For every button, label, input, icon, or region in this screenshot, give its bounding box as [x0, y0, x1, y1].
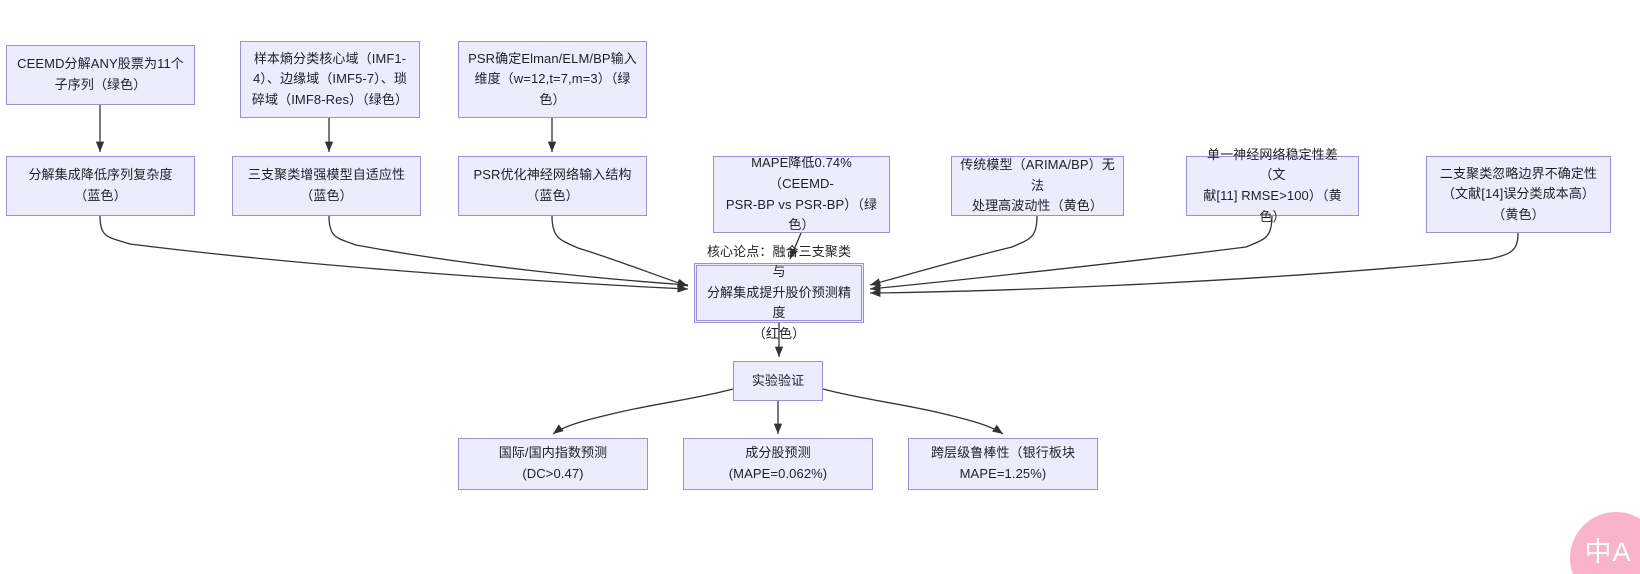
node-reduce-complexity[interactable]: 分解集成降低序列复杂度 （蓝色）	[6, 156, 195, 216]
node-label-line: 维度（w=12,t=7,m=3）（绿	[474, 71, 631, 87]
node-mape-improvement[interactable]: MAPE降低0.74%（CEEMD- PSR-BP vs PSR-BP）（绿色）	[713, 153, 890, 235]
node-label-line: 成分股预测	[745, 445, 811, 461]
node-label-line: 子序列（绿色）	[54, 77, 147, 92]
node-single-network-instability[interactable]: 单一神经网络稳定性差（文献[11] RMSE>100）（黄色）	[1186, 147, 1359, 224]
node-label-line: 4）、边缘域（IMF5-7）、琐	[252, 71, 407, 87]
node-label: 传统模型（ARIMA/BP）无法处理高波动性（黄色）	[960, 155, 1115, 217]
node-label-line: 实验验证	[751, 372, 805, 388]
node-label-line: （蓝色）	[74, 188, 127, 203]
node-label-line: （蓝色）	[300, 188, 353, 203]
node-label-line: 单一神经网络稳定性差（文	[1206, 146, 1338, 183]
node-label: 分解集成降低序列复杂度 （蓝色）	[15, 165, 186, 206]
node-label-line: 跨层级鲁棒性（银行板块	[930, 445, 1076, 461]
node-label-line: MAPE=1.25%)	[959, 466, 1047, 481]
node-label-line: (MAPE=0.062%)	[728, 466, 828, 481]
edge-n10-n11	[869, 232, 1519, 298]
node-label-line: （黄色）	[1492, 206, 1545, 222]
edge-n5-n11	[328, 215, 689, 289]
node-index-prediction[interactable]: 国际/国内指数预测 (DC>0.47)	[458, 438, 648, 490]
watermark-badge: 中A	[1570, 512, 1640, 574]
node-ceemd-decompose[interactable]: CEEMD分解ANY股票为11个子序列（绿色）	[6, 45, 195, 105]
node-label-line: 传统模型（ARIMA/BP）无法	[960, 157, 1115, 193]
node-label-line: 献[11] RMSE>100）（黄色）	[1203, 188, 1342, 224]
node-label: MAPE降低0.74%（CEEMD- PSR-BP vs PSR-BP）（绿色）	[722, 153, 881, 235]
node-label-line: 二支聚类忽略边界不确定性	[1439, 165, 1598, 181]
node-two-way-clustering-boundary[interactable]: 二支聚类忽略边界不确定性 （文献[14]误分类成本高） （黄色）	[1426, 156, 1611, 233]
node-label-line: (DC>0.47)	[522, 466, 584, 481]
node-three-way-clustering-adaptive[interactable]: 三支聚类增强模型自适应性 （蓝色）	[232, 156, 421, 216]
node-label-line: PSR确定Elman/ELM/BP输入	[468, 50, 637, 66]
node-label-line: PSR-BP vs PSR-BP）（绿	[725, 196, 878, 212]
node-label: 实验验证	[742, 371, 814, 392]
node-label: PSR确定Elman/ELM/BP输入维度（w=12,t=7,m=3）（绿色）	[467, 49, 638, 111]
node-sample-entropy[interactable]: 样本熵分类核心域（IMF1- 4）、边缘域（IMF5-7）、琐碎域（IMF8-Re…	[240, 41, 420, 118]
node-label-line: 色）	[539, 91, 566, 107]
edge-n12-n13	[552, 388, 734, 435]
node-label-line: 碎域（IMF8-Res）（绿色）	[251, 91, 409, 107]
node-label: 三支聚类增强模型自适应性 （蓝色）	[241, 165, 412, 206]
node-psr-input-dim[interactable]: PSR确定Elman/ELM/BP输入维度（w=12,t=7,m=3）（绿色）	[458, 41, 647, 118]
edge-n8-n11	[869, 215, 1038, 287]
node-label-line: 色）	[788, 217, 815, 233]
node-label-line: （蓝色）	[526, 188, 579, 203]
node-label: 成分股预测 (MAPE=0.062%)	[692, 443, 864, 484]
node-traditional-model-limitation[interactable]: 传统模型（ARIMA/BP）无法处理高波动性（黄色）	[951, 156, 1124, 216]
edge-n12-n15	[822, 388, 1004, 435]
node-label: 核心论点：融合三支聚类与分解集成提升股价预测精度 （红色）	[703, 242, 855, 345]
node-label-line: 分解集成降低序列复杂度	[28, 167, 173, 183]
node-label-line: （文献[14]误分类成本高）	[1441, 186, 1596, 202]
node-label-line: PSR优化神经网络输入结构	[473, 167, 632, 183]
node-label: PSR优化神经网络输入结构 （蓝色）	[467, 165, 638, 206]
node-label-line: 三支聚类增强模型自适应性	[247, 167, 406, 183]
node-label: 跨层级鲁棒性（银行板块 MAPE=1.25%)	[917, 443, 1089, 484]
node-label-line: 国际/国内指数预测	[498, 445, 608, 461]
node-label-line: （红色）	[752, 325, 806, 341]
node-label-line: 分解集成提升股价预测精度	[706, 284, 852, 321]
node-label-line: 处理高波动性（黄色）	[971, 198, 1103, 214]
node-label-line: MAPE降低0.74%（CEEMD-	[751, 155, 852, 191]
watermark-text: 中A	[1584, 536, 1632, 567]
node-label: 单一神经网络稳定性差（文献[11] RMSE>100）（黄色）	[1195, 145, 1350, 227]
node-constituent-stock-prediction[interactable]: 成分股预测 (MAPE=0.062%)	[683, 438, 873, 490]
node-core-claim[interactable]: 核心论点：融合三支聚类与分解集成提升股价预测精度 （红色）	[694, 244, 864, 341]
node-experimental-validation[interactable]: 实验验证	[733, 361, 823, 401]
node-label-line: 核心论点：融合三支聚类与	[706, 243, 852, 280]
node-label: 国际/国内指数预测 (DC>0.47)	[467, 443, 639, 484]
node-psr-optimize-structure[interactable]: PSR优化神经网络输入结构 （蓝色）	[458, 156, 647, 216]
node-label-line: CEEMD分解ANY股票为11个	[17, 56, 184, 72]
node-label: 样本熵分类核心域（IMF1- 4）、边缘域（IMF5-7）、琐碎域（IMF8-Re…	[249, 49, 411, 111]
node-cross-level-robustness[interactable]: 跨层级鲁棒性（银行板块 MAPE=1.25%)	[908, 438, 1098, 490]
node-label: CEEMD分解ANY股票为11个子序列（绿色）	[15, 54, 186, 95]
edge-n4-n11	[99, 215, 689, 293]
edge-n6-n11	[551, 215, 689, 287]
node-label: 二支聚类忽略边界不确定性 （文献[14]误分类成本高） （黄色）	[1435, 164, 1602, 226]
node-label-line: 样本熵分类核心域（IMF1-	[253, 50, 407, 66]
